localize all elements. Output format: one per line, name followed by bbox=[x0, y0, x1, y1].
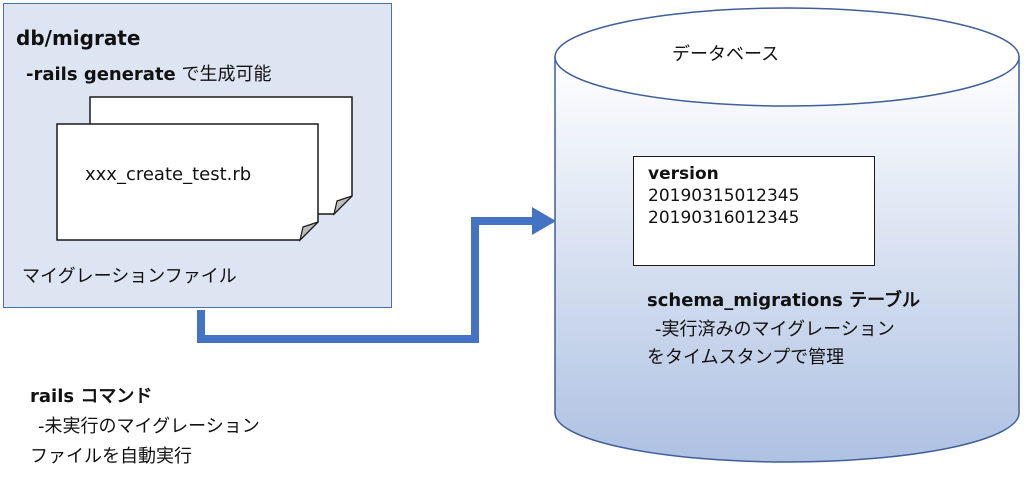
schema-table-desc-1: -実行済みのマイグレーション bbox=[655, 319, 895, 340]
migrate-subtitle-text: で生成可能 bbox=[175, 64, 272, 85]
rails-command-desc-2: ファイルを自動実行 bbox=[30, 446, 192, 467]
migrate-subtitle: -rails generate で生成可能 bbox=[26, 60, 272, 86]
schema-table-desc-2: をタイムスタンプで管理 bbox=[647, 347, 845, 368]
migration-flow-arrow bbox=[197, 207, 556, 343]
schema-table-title-en: schema_migrations bbox=[647, 290, 843, 311]
front-document-icon bbox=[56, 123, 319, 242]
version-table-header: version bbox=[648, 164, 719, 184]
rails-command-title-en: rails bbox=[30, 386, 75, 407]
schema-table-title: schema_migrations テーブル bbox=[647, 286, 920, 312]
migrate-subtitle-command: -rails generate bbox=[26, 64, 176, 85]
migrate-title: db/migrate bbox=[16, 26, 141, 50]
version-row-2: 20190316012345 bbox=[648, 208, 800, 228]
rails-command-title-ja: コマンド bbox=[74, 386, 153, 407]
database-label: データベース bbox=[672, 44, 780, 65]
version-row-1: 20190315012345 bbox=[648, 186, 800, 206]
version-table: version 20190315012345 20190316012345 bbox=[633, 156, 875, 266]
migration-file-name: xxx_create_test.rb bbox=[85, 164, 252, 185]
rails-command-title: rails コマンド bbox=[30, 382, 152, 408]
rails-command-desc-1: -未実行のマイグレーション bbox=[38, 416, 260, 437]
schema-table-title-ja: テーブル bbox=[842, 290, 920, 311]
migration-file-caption: マイグレーションファイル bbox=[22, 266, 237, 287]
